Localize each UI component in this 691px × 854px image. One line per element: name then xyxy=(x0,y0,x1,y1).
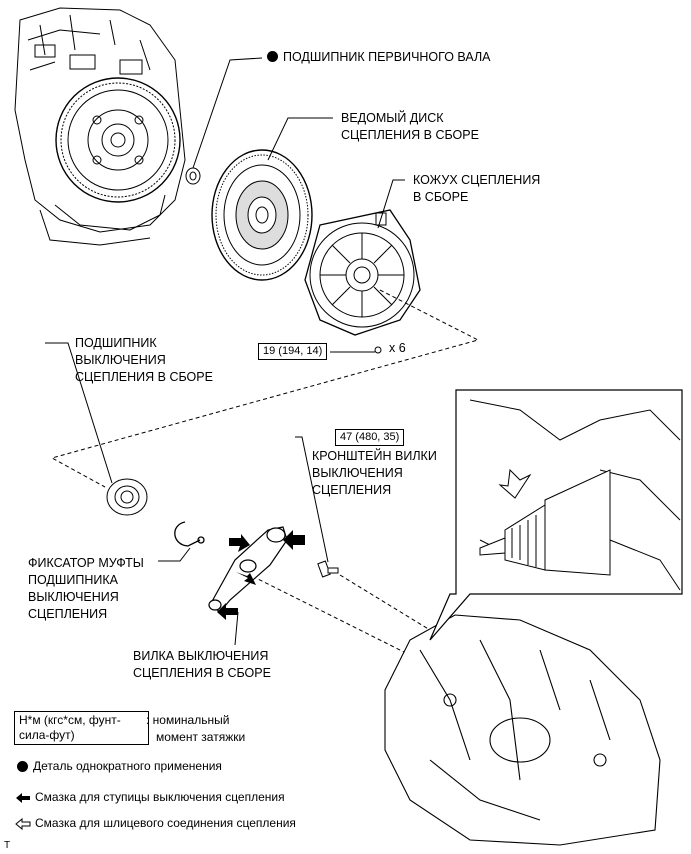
label-hub-clip-3: ВЫКЛЮЧЕНИЯ xyxy=(28,590,119,604)
label-release-bearing-1: ПОДШИПНИК xyxy=(75,336,157,350)
label-hub-clip-2: ПОДШИПНИКА xyxy=(28,573,118,587)
legend-dot-icon xyxy=(17,761,28,772)
label-hub-clip-4: СЦЕПЛЕНИЯ xyxy=(28,607,108,621)
label-input-bearing: ПОДШИПНИК ПЕРВИЧНОГО ВАЛА xyxy=(283,50,491,64)
legend-unit-box-line1: Н*м (кгс*см, фунт- xyxy=(19,713,121,727)
label-release-fork-2: СЦЕПЛЕНИЯ В СБОРЕ xyxy=(133,666,271,680)
torque-cover-bolts: 19 (194, 14) xyxy=(258,343,328,360)
legend-non-reusable: Деталь однократного применения xyxy=(33,759,222,773)
label-clutch-disc-2: СЦЕПЛЕНИЯ В СБОРЕ xyxy=(341,128,479,142)
legend-outline-arrow-icon xyxy=(15,818,31,830)
label-release-bearing-3: СЦЕПЛЕНИЯ В СБОРЕ xyxy=(75,370,213,384)
label-clutch-cover-1: КОЖУХ СЦЕПЛЕНИЯ xyxy=(413,173,541,187)
label-fork-support-2: ВЫКЛЮЧЕНИЯ xyxy=(312,466,403,480)
label-release-fork-1: ВИЛКА ВЫКЛЮЧЕНИЯ xyxy=(133,649,269,663)
hub-grease-arrows xyxy=(217,530,305,620)
torque-fork-support: 47 (480, 35) xyxy=(335,429,405,446)
legend-unit-desc-1: : номинальный xyxy=(146,713,230,727)
transmission-housing xyxy=(384,614,661,846)
label-fork-support-1: КРОНШТЕЙН ВИЛКИ xyxy=(312,449,437,463)
alignment-lines xyxy=(50,289,480,661)
fork-support xyxy=(317,560,339,578)
label-hub-clip-1: ФИКСАТОР МУФТЫ xyxy=(28,556,144,570)
label-release-bearing-2: ВЫКЛЮЧЕНИЯ xyxy=(75,353,166,367)
legend-unit-box-line2: сила-фут) xyxy=(19,728,75,742)
label-clutch-cover-2: В СБОРЕ xyxy=(413,190,469,204)
label-fork-support-3: СЦЕПЛЕНИЯ xyxy=(312,483,392,497)
clutch-disc xyxy=(211,149,313,281)
label-bolt-count: x 6 xyxy=(389,341,406,355)
legend-unit-box: Н*м (кгс*см, фунт- сила-фут) xyxy=(14,711,149,745)
legend-unit-desc-2: момент затяжки xyxy=(156,730,246,744)
hub-clip xyxy=(174,521,205,547)
clutch-cover xyxy=(304,209,421,354)
legend-hub-grease: Смазка для ступицы выключения сцепления xyxy=(35,790,285,804)
legend-spline-grease: Смазка для шлицевого соединения сцеплени… xyxy=(35,816,296,830)
non-reusable-dot-icon xyxy=(267,51,278,62)
legend-filled-arrow-icon xyxy=(16,793,30,803)
label-clutch-disc-1: ВЕДОМЫЙ ДИСК xyxy=(341,111,444,125)
footer-code: T xyxy=(4,840,11,851)
spline-detail xyxy=(469,399,681,591)
release-bearing xyxy=(106,478,148,516)
engine-flywheel xyxy=(14,7,186,246)
